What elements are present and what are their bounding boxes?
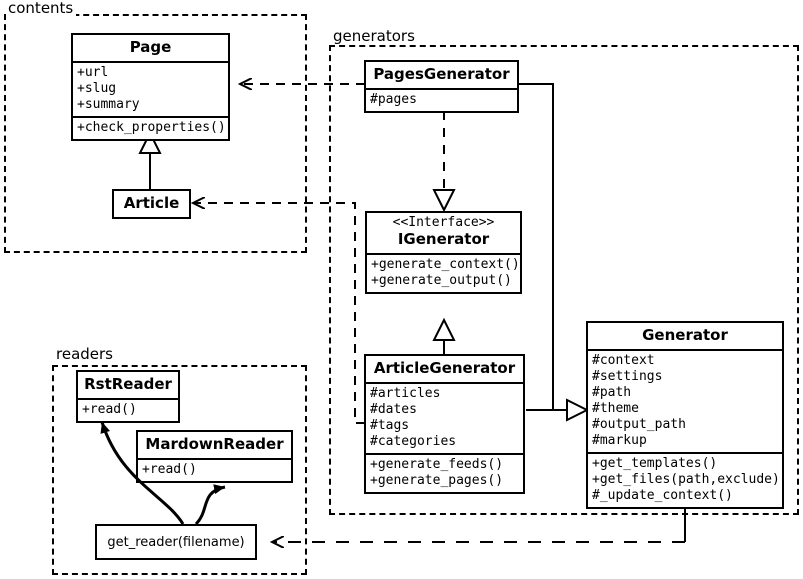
package-contents-label: contents [6, 0, 77, 17]
method: +get_files(path,exclude) [592, 472, 780, 487]
class-mardown-reader[interactable]: MardownReader +read() [136, 430, 293, 483]
class-igenerator-methods: +generate_context() +generate_output() [367, 253, 520, 292]
class-igenerator[interactable]: <<Interface>> IGenerator +generate_conte… [365, 211, 522, 294]
method: +generate_context() [371, 257, 520, 272]
class-article-generator-name: ArticleGenerator [373, 359, 516, 377]
class-mardown-reader-name: MardownReader [145, 435, 284, 453]
class-article-generator-methods: +generate_feeds() +generate_pages() [366, 453, 523, 492]
method: +generate_feeds() [370, 457, 504, 472]
class-rst-reader[interactable]: RstReader +read() [76, 370, 180, 423]
attribute: #articles [370, 386, 441, 401]
attribute: #path [592, 385, 632, 400]
attribute: #output_path [592, 417, 686, 432]
attribute: #context [592, 353, 655, 368]
package-generators-label: generators [331, 28, 418, 45]
attribute: #theme [592, 401, 639, 416]
method: #_update_context() [592, 488, 733, 503]
package-readers-label: readers [54, 346, 116, 363]
attribute: #tags [370, 418, 410, 433]
method: +generate_pages() [370, 473, 504, 488]
method: +read() [142, 462, 197, 477]
attribute: +summary [77, 97, 140, 112]
method: +check_properties() [77, 120, 226, 135]
class-rst-reader-methods: +read() [78, 398, 178, 421]
method: +get_templates() [592, 456, 718, 471]
class-article-generator-attributes: #articles #dates #tags #categories [366, 382, 523, 453]
class-pages-generator-attributes: #pages [366, 88, 517, 111]
class-article-name: Article [123, 194, 180, 212]
function-get-reader[interactable]: get_reader(filename) [95, 524, 257, 560]
method: +generate_output() [371, 273, 512, 288]
package-readers [52, 365, 307, 575]
class-page-attributes: +url +slug +summary [73, 61, 228, 116]
class-generator[interactable]: Generator #context #settings #path #them… [586, 321, 784, 509]
attribute: +slug [77, 81, 117, 96]
attribute: #dates [370, 402, 417, 417]
function-get-reader-label: get_reader(filename) [107, 535, 245, 550]
attribute: #pages [370, 92, 417, 107]
class-igenerator-label: IGenerator [397, 230, 490, 248]
class-generator-name: Generator [642, 326, 728, 344]
attribute: #markup [592, 433, 647, 448]
class-mardown-reader-methods: +read() [138, 458, 291, 481]
class-page-methods: +check_properties() [73, 116, 228, 139]
class-generator-attributes: #context #settings #path #theme #output_… [588, 349, 782, 452]
package-contents [4, 14, 307, 253]
class-igenerator-stereotype: <<Interface>> [392, 215, 495, 230]
class-igenerator-name: <<Interface>> IGenerator [367, 213, 520, 253]
attribute: +url [77, 65, 109, 80]
class-rst-reader-name: RstReader [84, 375, 172, 393]
class-page-name: Page [129, 38, 172, 56]
class-page[interactable]: Page +url +slug +summary +check_properti… [71, 33, 230, 141]
class-article-generator[interactable]: ArticleGenerator #articles #dates #tags … [364, 354, 525, 494]
class-pages-generator-name: PagesGenerator [373, 65, 510, 83]
class-generator-methods: +get_templates() +get_files(path,exclude… [588, 452, 782, 507]
attribute: #categories [370, 434, 457, 449]
method: +read() [82, 402, 137, 417]
class-pages-generator[interactable]: PagesGenerator #pages [364, 60, 519, 113]
class-article[interactable]: Article [112, 189, 191, 219]
attribute: #settings [592, 369, 663, 384]
